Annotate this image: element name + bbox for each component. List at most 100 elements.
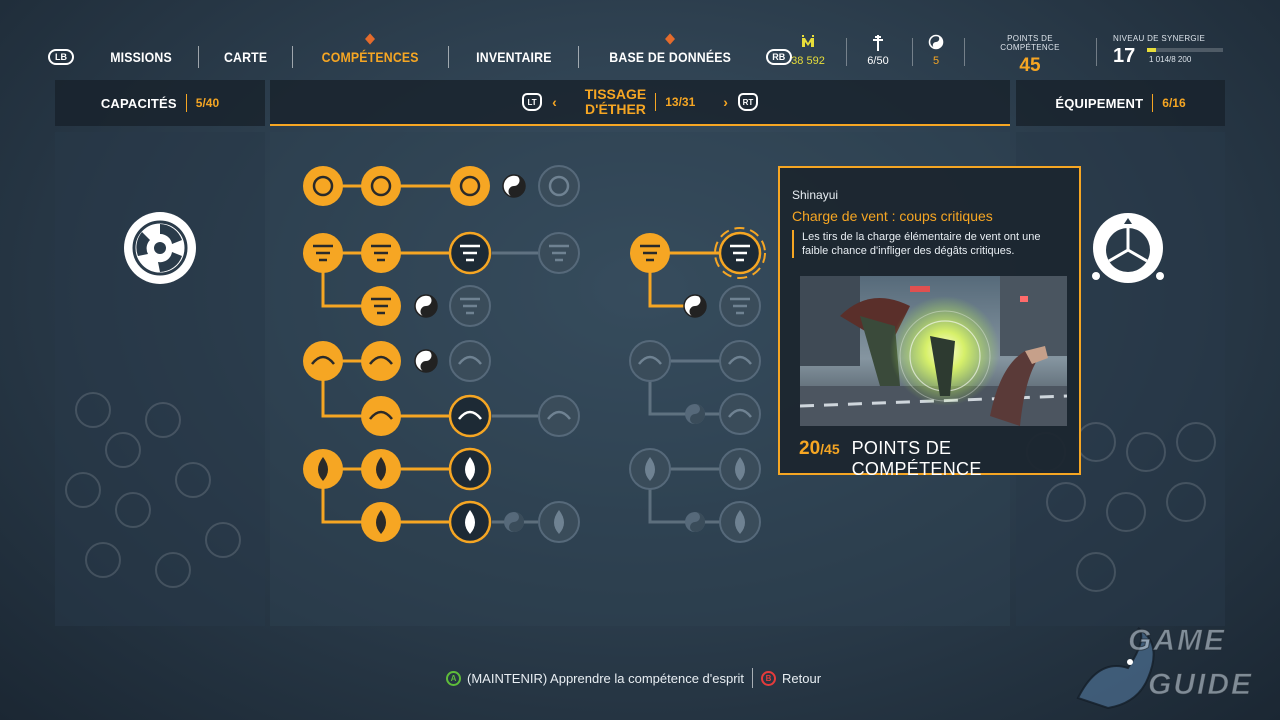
skill-node-unlocked[interactable] [450, 166, 490, 206]
skill-node-locked[interactable] [538, 232, 580, 274]
spirits-value: 6/50 [867, 55, 889, 67]
decorative-pattern [75, 392, 111, 428]
skill-node-unlocked[interactable] [303, 341, 343, 381]
header-divider [1152, 94, 1154, 112]
b-button-icon: B [761, 670, 777, 686]
decorative-pattern [205, 522, 241, 558]
lt-button[interactable]: LT [522, 93, 543, 111]
capacites-panel[interactable] [55, 132, 265, 626]
skill-node-locked[interactable] [538, 165, 580, 207]
decorative-pattern [1076, 422, 1116, 462]
decorative-pattern [115, 492, 151, 528]
skill-node-locked[interactable] [449, 285, 491, 327]
skill-points-label: POINTS DE COMPÉTENCE [1000, 34, 1060, 52]
skill-cost-label: POINTS DE COMPÉTENCE [851, 438, 982, 479]
skill-node-locked[interactable] [629, 448, 671, 490]
skill-points-have: 20 [799, 438, 821, 459]
skill-node-locked[interactable] [538, 501, 580, 543]
skill-preview-image [800, 276, 1067, 426]
learn-skill-prompt[interactable]: (MAINTENIR) Apprendre la compétence d'es… [467, 670, 745, 686]
equipement-header[interactable]: ÉQUIPEMENT 6/16 [1016, 80, 1225, 126]
skill-points-value: 45 [1019, 55, 1041, 76]
decorative-pattern [85, 542, 121, 578]
capacites-title: CAPACITÉS [100, 95, 177, 111]
skill-node-locked[interactable] [719, 448, 761, 490]
locked-nodes [449, 165, 761, 543]
skill-owner: Shinayui [792, 188, 839, 202]
tab-base-de-donnees[interactable]: BASE DE DONNÉES [590, 33, 750, 65]
tab-carte[interactable]: CARTE [224, 49, 268, 65]
meika-currency-icon [784, 34, 832, 52]
decorative-pattern [1076, 552, 1116, 592]
back-prompt[interactable]: Retour [782, 670, 822, 686]
watermark-line2: GUIDE [1147, 668, 1254, 702]
lb-button[interactable]: LB [48, 49, 74, 65]
decorative-pattern [175, 462, 211, 498]
skill-node-unlocked[interactable] [630, 233, 670, 273]
spirits-counter: 6/50 [858, 34, 898, 67]
tissage-count: 13/31 [665, 95, 696, 109]
skill-node-unlocked[interactable] [361, 449, 401, 489]
synergy-level-value: 17 [1113, 45, 1136, 67]
skill-node-unlocked[interactable] [361, 286, 401, 326]
mitsudomoe-icon [124, 212, 196, 284]
skill-node-unlocked[interactable] [303, 449, 343, 489]
synergy-label: NIVEAU DE SYNERGIE [1113, 34, 1206, 43]
decorative-pattern [1106, 492, 1146, 532]
synergy-level: NIVEAU DE SYNERGIE 17 1 014/8 200 [1113, 34, 1233, 67]
resource-divider [1096, 38, 1097, 66]
tissage-header: LT ‹ TISSAGE D'ÉTHER 13/31 › RT [270, 80, 1010, 126]
skill-cost: 20 /45 POINTS DE COMPÉTENCE [799, 438, 1079, 480]
rb-button[interactable]: RB [765, 49, 792, 65]
tab-competences[interactable]: COMPÉTENCES [303, 33, 439, 65]
notification-diamond-icon [665, 33, 676, 45]
equipement-count: 6/16 [1162, 96, 1186, 110]
learned-nodes [448, 227, 766, 544]
decorative-pattern [65, 472, 101, 508]
top-navigation: LB MISSIONS CARTE COMPÉTENCES INVENTAIRE… [48, 33, 802, 74]
skill-node-unlocked[interactable] [303, 166, 343, 206]
magatama-counter: 5 [924, 34, 948, 67]
equipement-title: ÉQUIPEMENT [1055, 95, 1144, 111]
skill-node-unlocked[interactable] [361, 166, 401, 206]
capacites-header[interactable]: CAPACITÉS 5/40 [55, 80, 265, 126]
chevron-left-icon[interactable]: ‹ [552, 94, 557, 110]
skill-points: POINTS DE COMPÉTENCE 45 [978, 34, 1082, 77]
header-divider [185, 94, 187, 112]
magatama-value: 5 [932, 55, 940, 67]
a-button-icon: A [446, 670, 461, 686]
skill-node-locked[interactable] [449, 340, 491, 382]
skill-node-locked[interactable] [719, 285, 761, 327]
skill-description: Les tirs de la charge élémentaire de ven… [802, 231, 1041, 257]
skill-node-unlocked[interactable] [361, 396, 401, 436]
skill-node-learned[interactable] [448, 500, 492, 544]
tab-missions[interactable]: MISSIONS [110, 49, 172, 65]
synergy-progress-fill [1147, 48, 1157, 52]
skill-node-learned[interactable] [448, 394, 492, 438]
notification-diamond-icon [365, 33, 376, 45]
skill-node-locked[interactable] [719, 340, 761, 382]
rt-button[interactable]: RT [737, 93, 758, 111]
capacites-count: 5/40 [195, 96, 220, 110]
skill-node-locked[interactable] [629, 340, 671, 382]
decorative-pattern [1126, 432, 1166, 472]
resource-divider [964, 38, 965, 66]
skill-node-locked[interactable] [538, 395, 580, 437]
nav-divider [578, 46, 580, 68]
skill-node-unlocked[interactable] [303, 233, 343, 273]
chevron-right-icon[interactable]: › [723, 94, 728, 110]
synergy-progress-bar [1147, 48, 1223, 52]
nav-divider [198, 46, 200, 68]
skill-node-learned[interactable] [448, 447, 492, 491]
skill-node-learned[interactable] [448, 231, 492, 275]
skill-node-selected[interactable] [714, 227, 766, 279]
tissage-title-line2: D'ÉTHER [585, 101, 646, 117]
skill-node-locked[interactable] [719, 393, 761, 435]
skill-node-unlocked[interactable] [361, 502, 401, 542]
skill-title: Charge de vent : coups critiques [792, 208, 993, 224]
nav-divider [447, 46, 449, 68]
skill-node-locked[interactable] [719, 501, 761, 543]
tab-inventaire[interactable]: INVENTAIRE [475, 49, 552, 65]
skill-node-unlocked[interactable] [361, 233, 401, 273]
skill-node-unlocked[interactable] [361, 341, 401, 381]
